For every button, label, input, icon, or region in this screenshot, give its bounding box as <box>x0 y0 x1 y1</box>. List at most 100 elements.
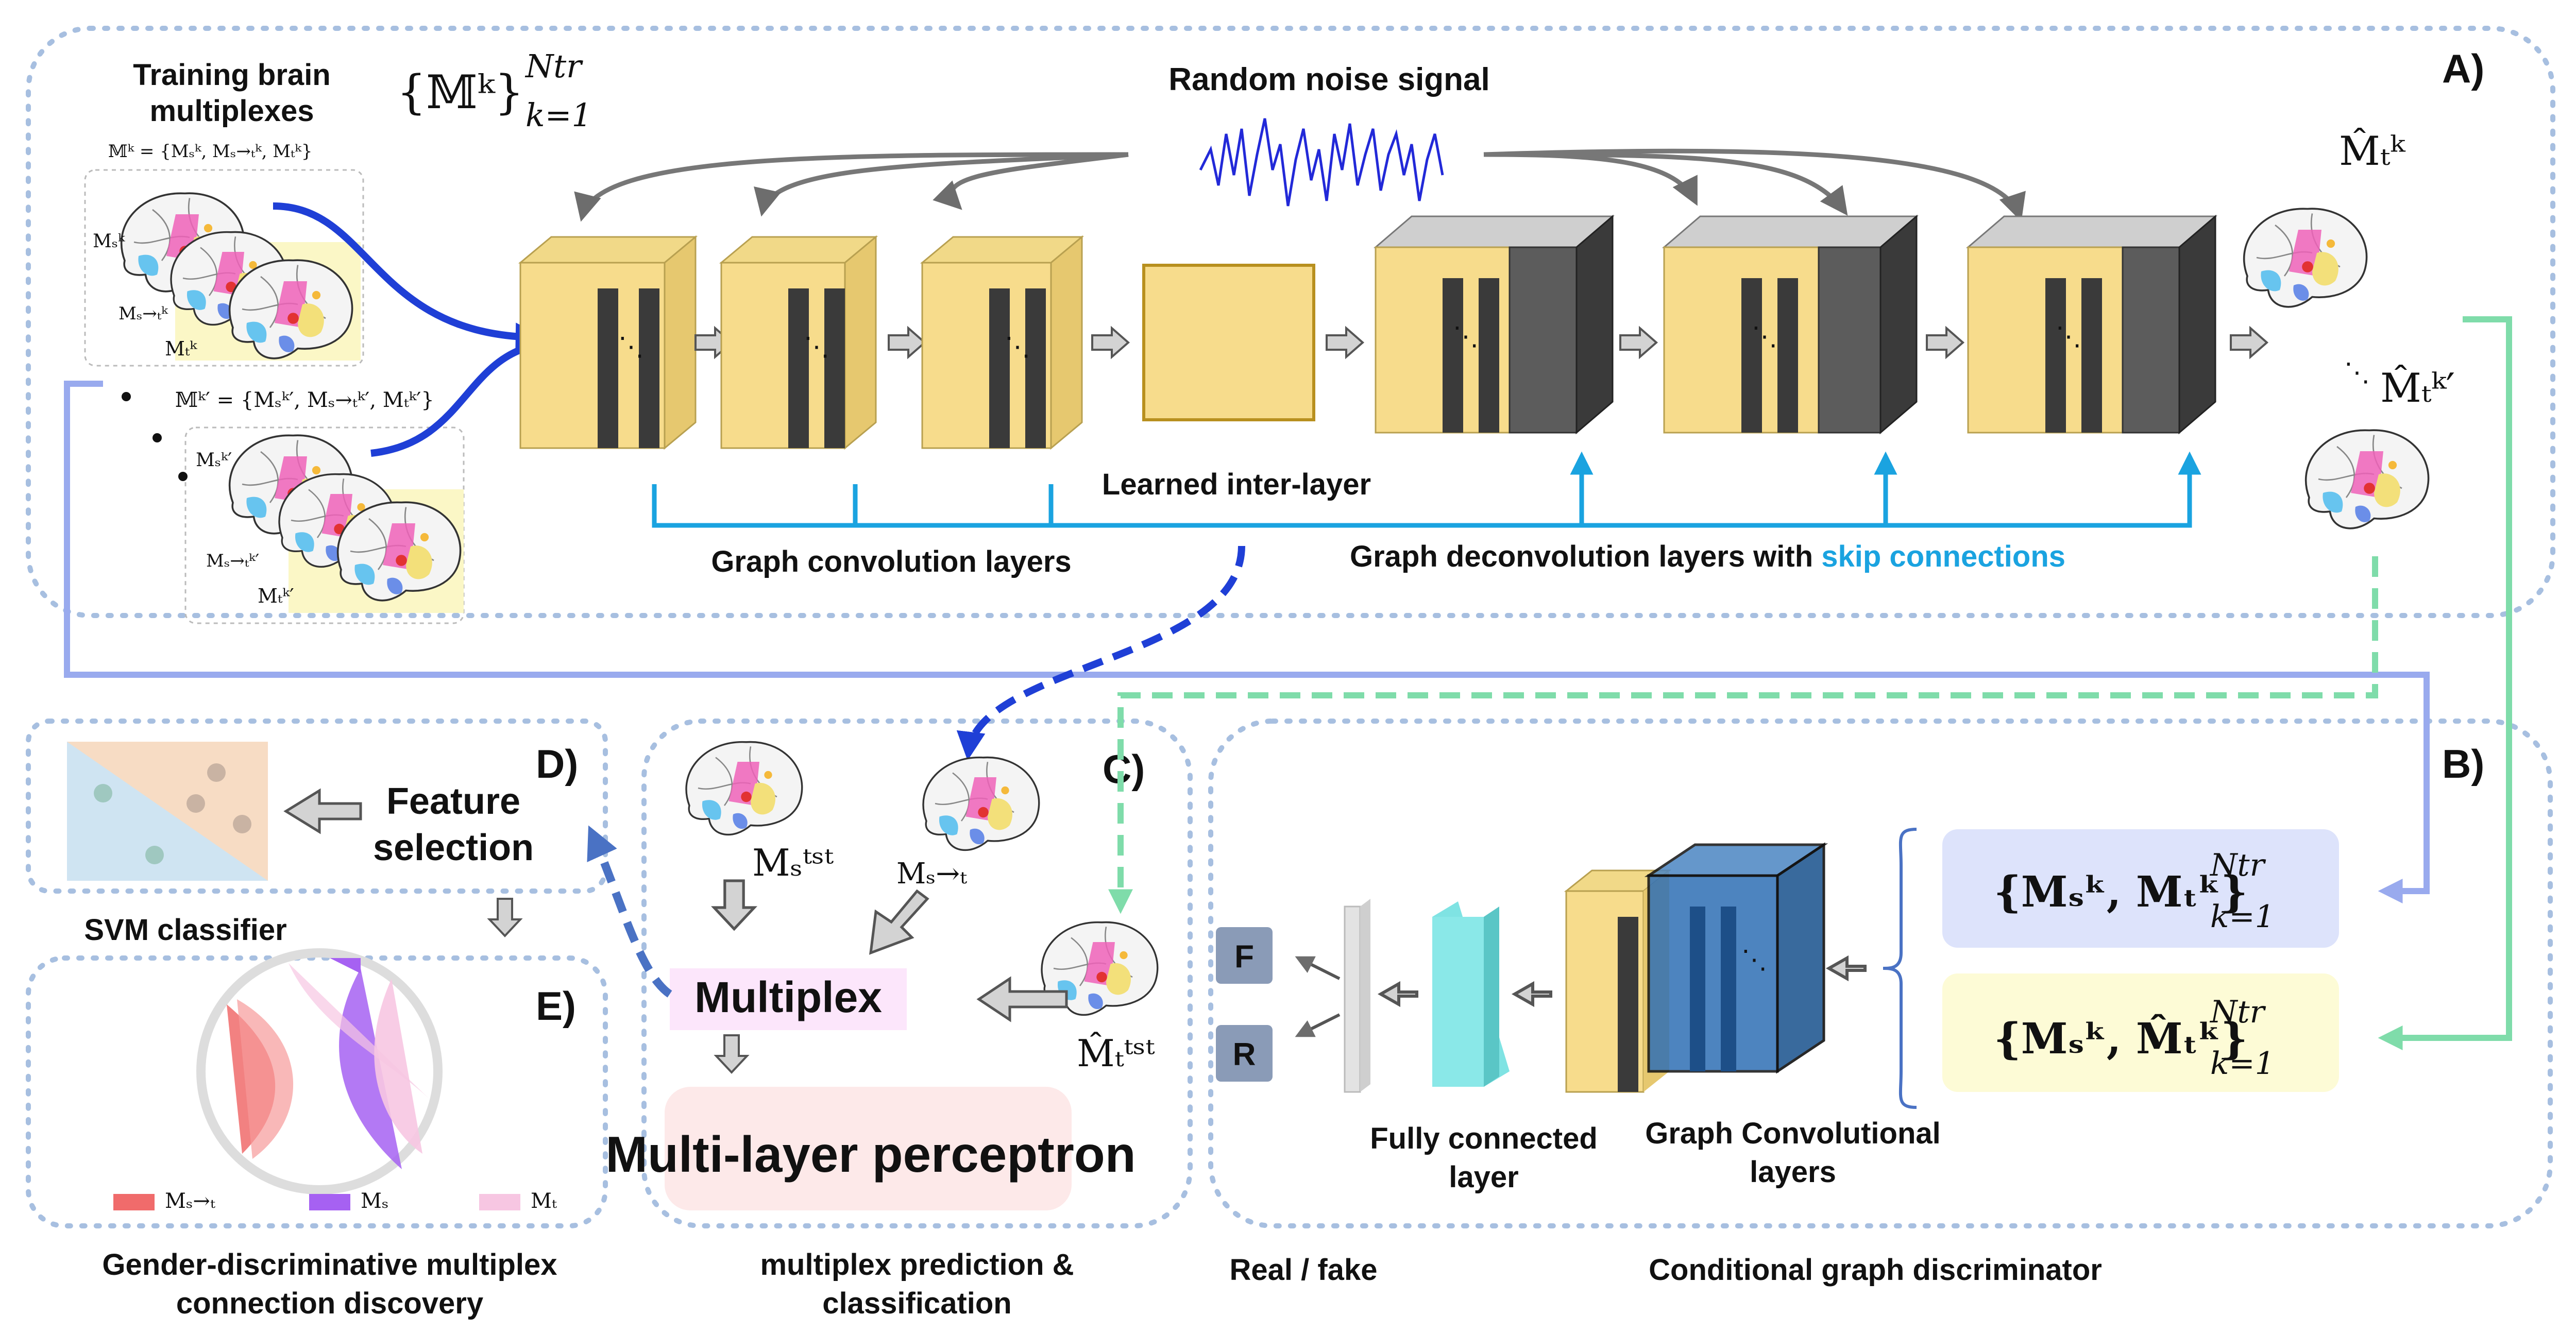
output-to-discriminator-line <box>2378 316 2512 1050</box>
realfake-label: Real / fake <box>1230 1253 1378 1287</box>
deconv-layer-2: ⋱ <box>1662 214 1919 435</box>
noise-arrow-4 <box>1483 152 1698 206</box>
output-r-box <box>1216 1025 1273 1082</box>
panel-a-label: A) <box>2442 46 2484 91</box>
mlp-box <box>665 1087 1072 1210</box>
svg-text:⋱: ⋱ <box>804 332 829 361</box>
panel-c-label: C) <box>1103 746 1145 792</box>
input-arrow-2 <box>370 341 537 457</box>
disc-gcn-layers: ⋱ <box>1564 842 1828 1093</box>
chord-diagram <box>196 948 443 1194</box>
svm-illustration <box>67 742 268 881</box>
real-input-sub: k=1 <box>2210 899 2275 935</box>
discriminator-title: Conditional graph discriminator <box>1649 1253 2102 1287</box>
ms-to-t-brain <box>922 756 1040 851</box>
prediction-title: multiplex prediction &classification <box>760 1248 1074 1320</box>
noise-arrow-6 <box>1483 148 2026 222</box>
vertical-dot-3 <box>178 472 188 481</box>
output-node-layer <box>1344 899 1370 1093</box>
deconv-layers-label: Graph deconvolution layers with skip con… <box>1350 540 2065 573</box>
real-input-math: {Mₛᵏ, Mₜᵏ} <box>1994 867 2248 917</box>
output-label-2: M̂ₜᵏ′ <box>2380 364 2455 412</box>
panel-b-label: B) <box>2442 741 2484 787</box>
input-arrow-1 <box>273 202 545 352</box>
noise-label: Random noise signal <box>1168 62 1490 97</box>
legend-swatch-s <box>309 1194 350 1210</box>
output-to-prediction-dashed <box>1108 556 2378 914</box>
output-label-1: M̂ₜᵏ <box>2339 127 2406 175</box>
training-brain-box-1 <box>84 169 364 367</box>
legend-label-s: Mₛ <box>361 1189 388 1213</box>
disc-input-arrow <box>1825 955 1867 982</box>
dec-arrow-1 <box>1619 327 1657 358</box>
svg-text:⋱: ⋱ <box>618 332 644 361</box>
ms-tst-label: Mₛᵗˢᵗ <box>752 841 834 884</box>
multiplex-to-feature-dashed <box>587 825 672 998</box>
svg-text:⋱: ⋱ <box>2056 322 2081 351</box>
svg-text:⋱: ⋱ <box>1741 945 1767 974</box>
disc-arrow-1 <box>1511 981 1552 1007</box>
panel-d-label: D) <box>536 741 578 787</box>
deconv-layer-3: ⋱ <box>1965 214 2218 435</box>
conv-layer-3: ⋱ <box>920 235 1084 450</box>
panel-c-frame <box>641 719 1193 1228</box>
brain-label-mst-1: Mₛ→ₜᵏ <box>118 303 168 324</box>
training-set-sub: k=1 <box>526 96 592 134</box>
vertical-dot-2 <box>152 433 162 442</box>
ms-tst-brain <box>685 741 803 836</box>
mt-to-multiplex-arrow <box>976 976 1068 1022</box>
brain-label-mt-2: Mₜᵏ′ <box>258 585 294 607</box>
brain-label-ms-1: Mₛᵏ <box>93 231 125 252</box>
enc-arrow-2 <box>888 327 926 358</box>
skip-connection-bar <box>652 451 2201 528</box>
dec-arrow-2 <box>1926 327 1964 358</box>
input-brace <box>1883 828 1917 1109</box>
svg-text:⋱: ⋱ <box>1453 322 1479 351</box>
fake-input-sub: k=1 <box>2210 1046 2275 1082</box>
mk-definition: 𝕄ᵏ = {Mₛᵏ, Mₛ→ₜᵏ, Mₜᵏ} <box>108 141 312 162</box>
interlayer-to-prediction-dashed <box>956 545 1245 761</box>
mk2-definition: 𝕄ᵏ′ = {Mₛᵏ′, Mₛ→ₜᵏ′, Mₜᵏ′} <box>175 388 434 412</box>
vertical-dot-1 <box>122 392 131 401</box>
multiplex-box <box>670 968 907 1030</box>
output-brain-2 <box>2304 429 2430 529</box>
fake-input-box <box>1942 973 2339 1092</box>
multiplex-down-arrow <box>715 1034 748 1073</box>
training-set-sup: Ntr <box>524 47 583 85</box>
panel-e-label: E) <box>536 983 576 1029</box>
learned-interlayer <box>1142 264 1315 421</box>
panel-a-frame <box>26 26 2555 618</box>
legend-swatch-t <box>479 1194 520 1210</box>
panel-d-frame <box>26 719 608 894</box>
dec-arrow-0 <box>1326 327 1364 358</box>
mst-diag-arrow <box>869 889 929 955</box>
enc-arrow-3 <box>1091 327 1129 358</box>
interlayer-label: Learned inter-layer <box>1102 468 1371 501</box>
dec-arrow-3 <box>2230 327 2268 358</box>
panel-b-frame <box>1208 719 2553 1228</box>
legend-swatch-sst <box>113 1194 155 1210</box>
brain-label-mt-1: Mₜᵏ <box>165 337 197 360</box>
brain-label-mst-2: Mₛ→ₜᵏ′ <box>206 551 259 571</box>
training-to-discriminator-line <box>64 381 2430 903</box>
svm-down-arrow <box>488 898 521 937</box>
training-brain-box-2 <box>184 426 465 624</box>
training-set-math: {𝕄ᵏ} <box>397 65 524 119</box>
out-arrow-r <box>1295 1013 1341 1037</box>
out-arrow-f <box>1295 956 1341 980</box>
svg-text:⋱: ⋱ <box>1752 322 1777 351</box>
legend-label-t: Mₜ <box>531 1189 557 1213</box>
conv-layers-label: Graph convolution layers <box>711 545 1071 578</box>
fake-input-math: {Mₛᵏ, M̂ₜᵏ} <box>1994 1014 2248 1064</box>
output-f-label: F <box>1234 939 1254 975</box>
svg-text:⋱: ⋱ <box>1005 332 1030 361</box>
fc-layer <box>1432 901 1510 1087</box>
ms-down-arrow <box>714 881 754 929</box>
output-r-label: R <box>1233 1037 1256 1072</box>
mlp-label: Multi-layer perceptron <box>605 1126 1136 1183</box>
disc-arrow-2 <box>1377 981 1418 1007</box>
conv-layer-1: ⋱ <box>518 235 698 450</box>
